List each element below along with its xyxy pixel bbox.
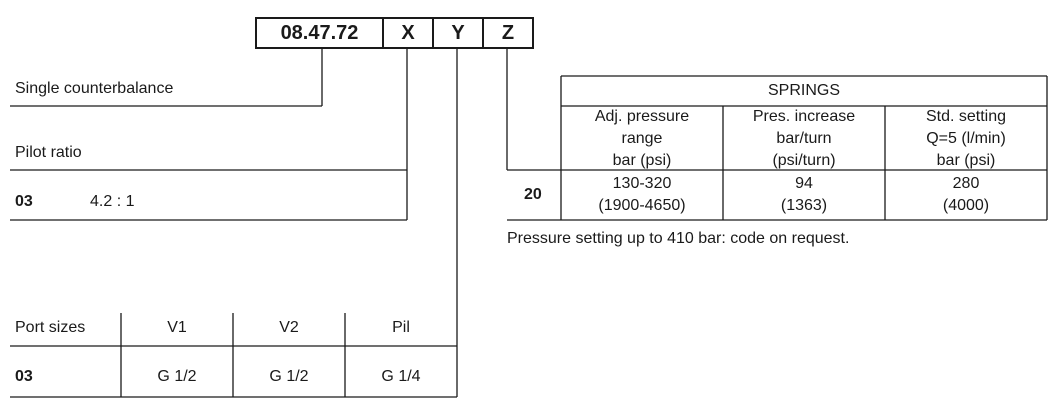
port-header-pil: Pil bbox=[392, 319, 410, 336]
function-label: Single counterbalance bbox=[15, 80, 174, 97]
springs-value-line: 130-320 bbox=[612, 175, 672, 192]
springs-value-line: 280 bbox=[952, 175, 980, 192]
springs-code: 20 bbox=[524, 186, 542, 203]
springs-value-line: (1363) bbox=[780, 197, 828, 214]
springs-header-line: (psi/turn) bbox=[772, 152, 836, 169]
springs-value-line: 94 bbox=[795, 175, 813, 192]
springs-header-line: Adj. pressure bbox=[594, 108, 690, 125]
springs-header-line: bar (psi) bbox=[936, 152, 996, 169]
order-code-y: Y bbox=[432, 17, 484, 49]
springs-header-line: range bbox=[621, 130, 663, 147]
port-header-v1: V1 bbox=[167, 319, 187, 336]
springs-header-line: Q=5 (l/min) bbox=[926, 130, 1006, 147]
port-header-v2: V2 bbox=[279, 319, 299, 336]
springs-header-line: bar/turn bbox=[776, 130, 832, 147]
springs-header-line: Pres. increase bbox=[752, 108, 856, 125]
pilot-ratio-code: 03 bbox=[15, 193, 33, 210]
port-value-pil: G 1/4 bbox=[381, 368, 421, 385]
order-code-base: 08.47.72 bbox=[255, 17, 384, 49]
springs-header-std-setting: Std. setting Q=5 (l/min) bar (psi) bbox=[885, 106, 1047, 172]
pilot-ratio-value: 4.2 : 1 bbox=[90, 193, 135, 210]
springs-title: SPRINGS bbox=[767, 82, 840, 99]
springs-header-pres-increase: Pres. increase bar/turn (psi/turn) bbox=[723, 106, 885, 172]
springs-value-line: (1900-4650) bbox=[598, 197, 686, 214]
springs-note: Pressure setting up to 410 bar: code on … bbox=[507, 230, 850, 247]
springs-value-line: (4000) bbox=[942, 197, 990, 214]
springs-header-line: Std. setting bbox=[925, 108, 1007, 125]
order-code-x: X bbox=[382, 17, 434, 49]
port-value-v1: G 1/2 bbox=[157, 368, 197, 385]
springs-value-adj-pressure: 130-320 (1900-4650) bbox=[561, 173, 723, 217]
springs-header-adj-pressure: Adj. pressure range bar (psi) bbox=[561, 106, 723, 172]
springs-value-std-setting: 280 (4000) bbox=[885, 173, 1047, 217]
port-sizes-label: Port sizes bbox=[15, 319, 86, 336]
port-sizes-code: 03 bbox=[15, 368, 33, 385]
pilot-ratio-label: Pilot ratio bbox=[15, 144, 82, 161]
springs-header-line: bar (psi) bbox=[612, 152, 672, 169]
springs-value-pres-increase: 94 (1363) bbox=[723, 173, 885, 217]
port-value-v2: G 1/2 bbox=[269, 368, 309, 385]
order-code-z: Z bbox=[482, 17, 534, 49]
